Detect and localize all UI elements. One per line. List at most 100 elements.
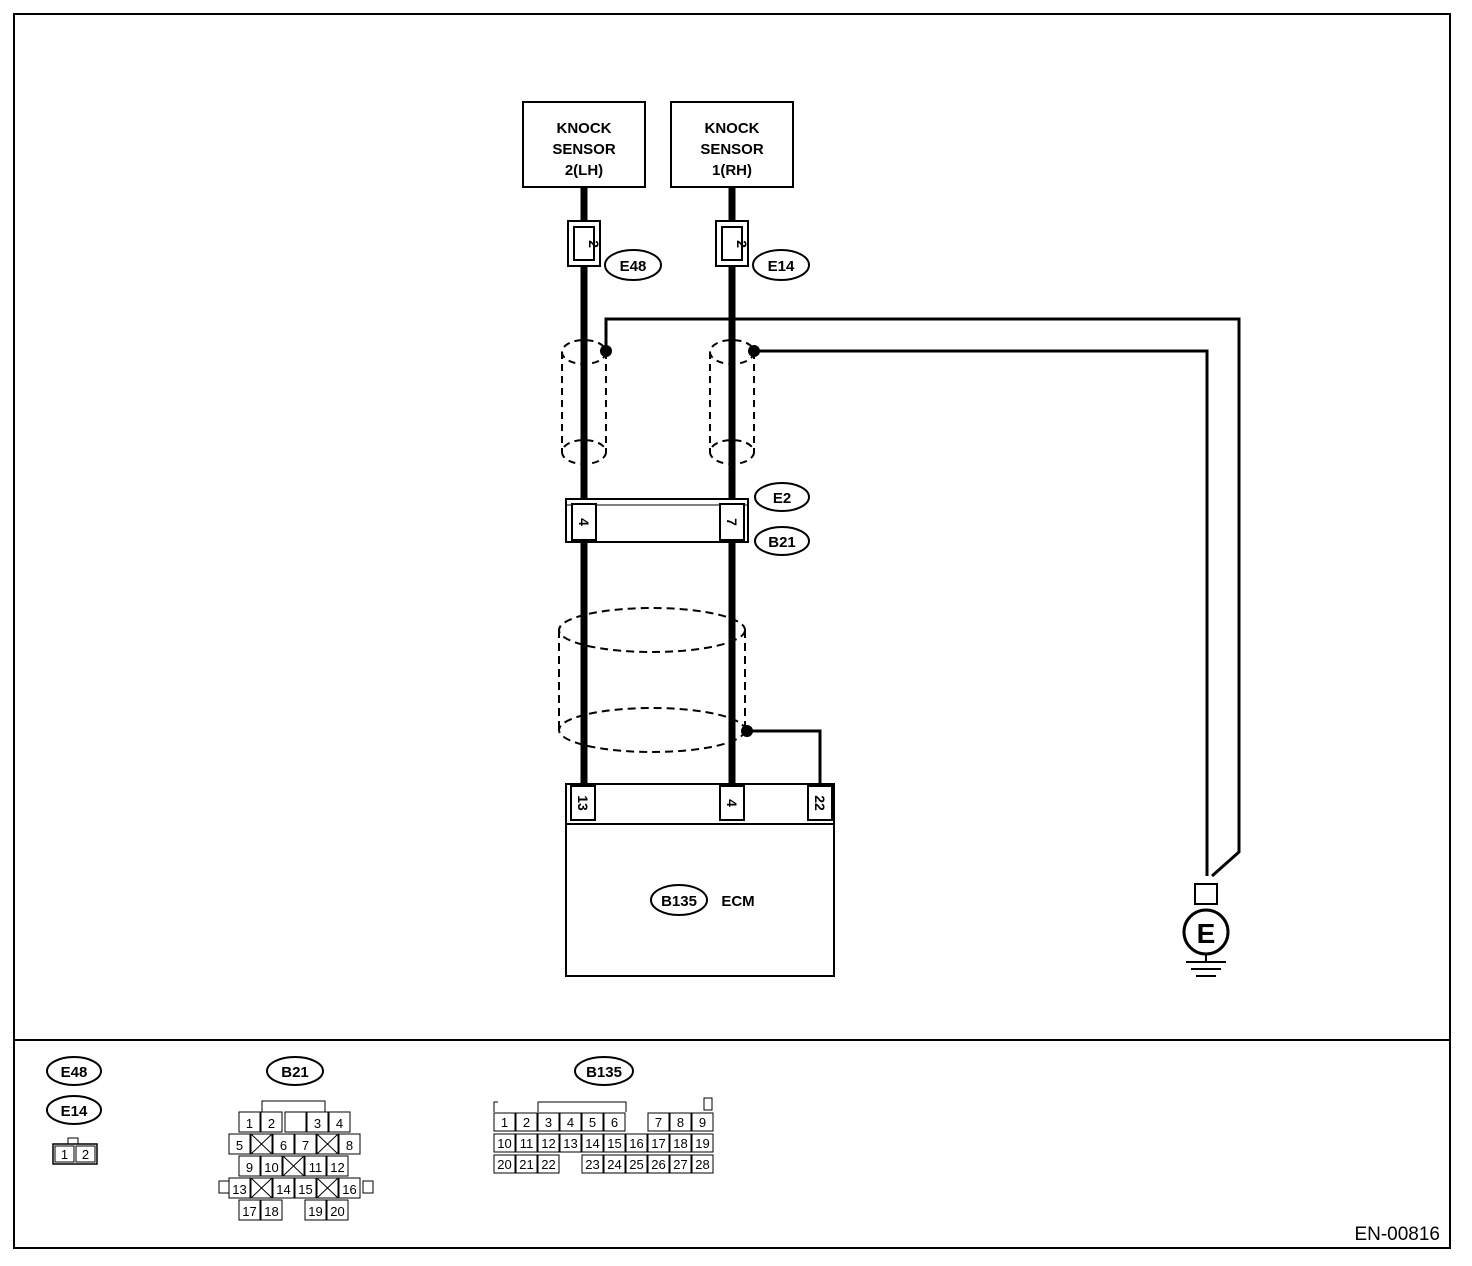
signal-wires	[580, 187, 736, 784]
b21-pin-6-cell	[272, 1133, 295, 1155]
knock-sensor-rh: KNOCK SENSOR 1(RH)	[670, 101, 794, 188]
b135-pin-25-cell	[625, 1154, 648, 1174]
ecm-pin-13: 13	[575, 795, 591, 811]
b21-pin-1: 1	[246, 1116, 253, 1131]
b135-key-right	[703, 1097, 713, 1111]
b21-pin-18: 18	[264, 1204, 278, 1219]
b135-pin-1: 1	[501, 1115, 508, 1130]
b21-pin-17-cell	[238, 1199, 261, 1221]
b21-pin-2: 2	[268, 1116, 275, 1131]
b135-pin-20: 20	[497, 1157, 511, 1172]
lower-shield	[558, 607, 746, 753]
b135-pin-22: 22	[541, 1157, 555, 1172]
b135-pin-12: 12	[541, 1136, 555, 1151]
b21-callout: B21	[768, 534, 796, 551]
b135-key-tab	[537, 1101, 627, 1112]
b21-pin-3: 3	[314, 1116, 321, 1131]
b135-pin-26: 26	[651, 1157, 665, 1172]
b135-pin-15: 15	[607, 1136, 621, 1151]
b21-pin-16-cell	[338, 1177, 361, 1199]
legend-e48-e14: E48 E14 1 2	[46, 1056, 102, 1165]
legend-b21-label: B21	[281, 1064, 309, 1081]
b21-key-tab	[261, 1100, 326, 1112]
outer-frame	[13, 13, 1451, 1249]
b135-pin-24-cell	[603, 1154, 626, 1174]
b21-pin-13: 13	[232, 1182, 246, 1197]
b21-pin-4: 4	[336, 1116, 343, 1131]
connector-e48: 2 E48	[567, 220, 662, 281]
b21-pin-15: 15	[298, 1182, 312, 1197]
b135-pin-16: 16	[629, 1136, 643, 1151]
b135-pin-5: 5	[589, 1115, 596, 1130]
ground-symbol: E	[1182, 883, 1230, 977]
b21-latch-right	[362, 1180, 374, 1194]
ecm-label: ECM	[721, 893, 754, 910]
b135-pin-18-cell	[669, 1133, 692, 1153]
b21-pin-blank-cross	[316, 1133, 339, 1155]
b21-pin-19: 19	[308, 1204, 322, 1219]
e48-pin-label: 2	[586, 240, 602, 248]
b135-pin-10-cell	[493, 1133, 516, 1153]
b21-pin-blank-cell	[284, 1111, 307, 1133]
b21-pin-10-cell	[260, 1155, 283, 1177]
b21-pin-14: 14	[276, 1182, 290, 1197]
b135-pin-11: 11	[520, 1136, 534, 1151]
legend-e14-label: E14	[61, 1103, 88, 1120]
splice-dot-rh	[748, 345, 760, 357]
b135-pin-19: 19	[695, 1136, 709, 1151]
b135-pin-14-cell	[581, 1133, 604, 1153]
b135-pin-14: 14	[585, 1136, 599, 1151]
b21-pin-blank-cross	[282, 1155, 305, 1177]
b135-pin-23-cell	[581, 1154, 604, 1174]
e48-callout: E48	[620, 258, 647, 275]
b21-latch-left	[218, 1180, 230, 1194]
upper-shields	[561, 339, 755, 465]
b21-pin-20-cell	[326, 1199, 349, 1221]
sensor-rh-line1: KNOCK	[705, 120, 760, 137]
b21-pin-9: 9	[246, 1160, 253, 1175]
b135-pin-23: 23	[585, 1157, 599, 1172]
b135-pin-9-cell	[691, 1112, 714, 1132]
b135-pin-2: 2	[523, 1115, 530, 1130]
b21-pin-15-cell	[294, 1177, 317, 1199]
ecm-pin-22: 22	[812, 795, 828, 811]
b135-pin-10: 10	[497, 1136, 511, 1151]
b135-pin-18: 18	[673, 1136, 687, 1151]
e14-callout: E14	[768, 258, 795, 275]
b21-pin-17: 17	[242, 1204, 256, 1219]
b135-pin-22-cell	[537, 1154, 560, 1174]
b21-pin-12: 12	[330, 1160, 344, 1175]
b21-pin-6: 6	[280, 1138, 287, 1153]
b135-pin-28-cell	[691, 1154, 714, 1174]
b21-pin-3-cell	[306, 1111, 329, 1133]
b21-pin-10: 10	[264, 1160, 278, 1175]
b21-pin-5-cell	[228, 1133, 251, 1155]
b21-pin-14-cell	[272, 1177, 295, 1199]
b135-pin-12-cell	[537, 1133, 560, 1153]
b135-pin-6: 6	[611, 1115, 618, 1130]
b135-callout: B135	[661, 893, 697, 910]
b135-pin-21: 21	[519, 1157, 533, 1172]
b135-pin-25: 25	[629, 1157, 643, 1172]
b135-pin-20-cell	[493, 1154, 516, 1174]
b135-pin-1-cell	[493, 1112, 516, 1132]
b135-pin-7: 7	[655, 1115, 662, 1130]
sensor-lh-line2: SENSOR	[552, 141, 616, 158]
b21-pin-5: 5	[236, 1138, 243, 1153]
b21-pin-4: 4	[576, 518, 592, 526]
b135-pin-19-cell	[691, 1133, 714, 1153]
b135-pin-26-cell	[647, 1154, 670, 1174]
b135-pin-5-cell	[581, 1112, 604, 1132]
b135-pin-17: 17	[651, 1136, 665, 1151]
b135-pin-8-cell	[669, 1112, 692, 1132]
b135-pin-13-cell	[559, 1133, 582, 1153]
b135-pin-4: 4	[567, 1115, 574, 1130]
legend-b135-label: B135	[586, 1064, 622, 1081]
b21-pin-19-cell	[304, 1199, 327, 1221]
b21-pin-7-cell	[294, 1133, 317, 1155]
b21-pin-9-cell	[238, 1155, 261, 1177]
